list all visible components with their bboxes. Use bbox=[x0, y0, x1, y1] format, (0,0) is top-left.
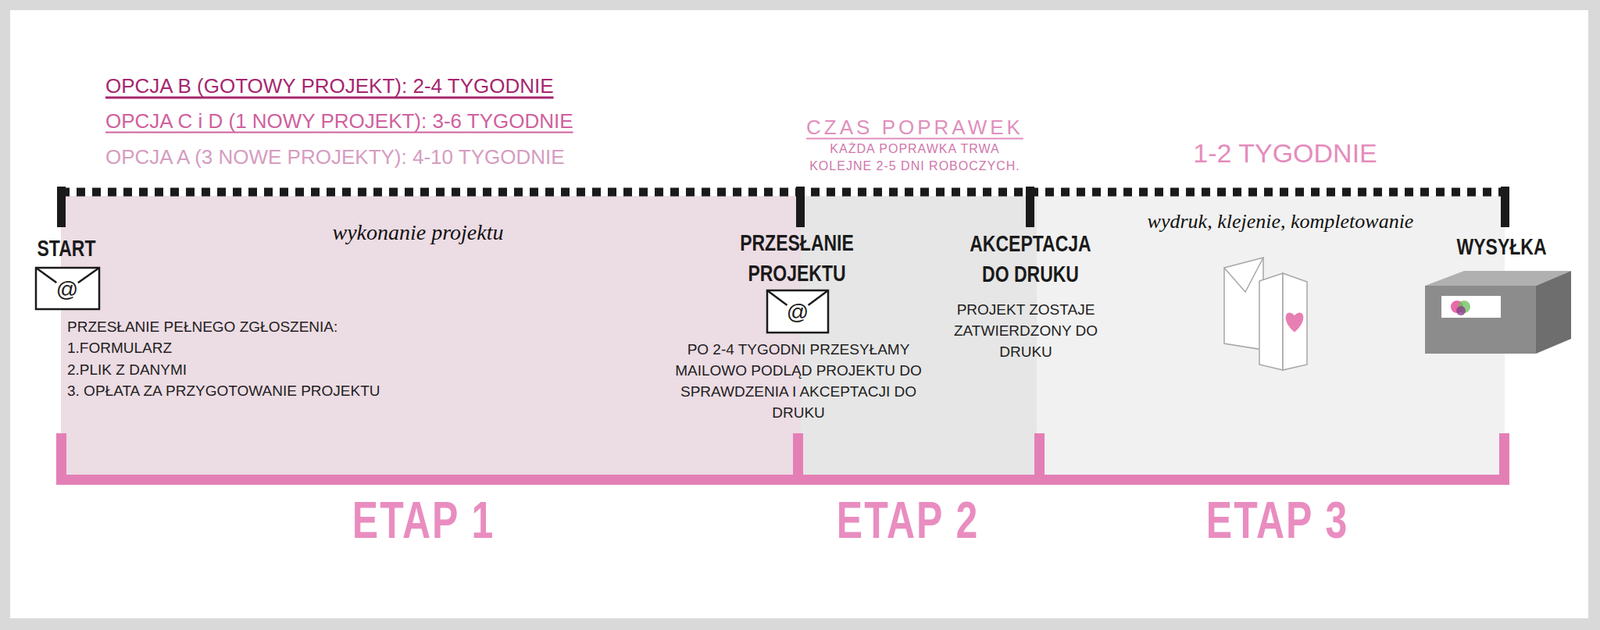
stage-band-fill bbox=[60, 196, 801, 480]
stage-band: 1-2 TYGODNIEwydruk, klejenie, kompletowa… bbox=[1036, 196, 1505, 480]
card-front-left bbox=[1259, 273, 1283, 371]
bracket-tick bbox=[792, 433, 804, 486]
timeline-label: START bbox=[37, 234, 97, 263]
tick bbox=[57, 186, 66, 228]
bracket-tick bbox=[1034, 433, 1045, 486]
invitation-card-illustration bbox=[1224, 257, 1308, 371]
envelope-patch bbox=[53, 277, 81, 304]
logo-dot bbox=[1456, 306, 1466, 316]
timeline-label: WYSYŁKA bbox=[1457, 232, 1547, 261]
stage-band: OPCJA B (GOTOWY PROJEKT): 2-4 TYGODNIEOP… bbox=[60, 196, 801, 480]
stage-text: 3. OPŁATA ZA PRZYGOTOWANIE PROJEKTU bbox=[67, 382, 380, 400]
card-back bbox=[1224, 257, 1264, 350]
stage-text: wykonanie projektu bbox=[332, 219, 504, 247]
bracket-tick bbox=[56, 433, 67, 486]
timeline-label: ETAP 1 bbox=[352, 489, 495, 553]
stage-text: 1.FORMULARZ bbox=[67, 339, 172, 358]
box-label bbox=[1441, 296, 1501, 318]
tick bbox=[1500, 186, 1510, 228]
stage-text: 1-2 TYGODNIE bbox=[1192, 137, 1378, 170]
stage-bracket bbox=[56, 433, 1510, 486]
dashed-timeline bbox=[60, 188, 1508, 197]
card-flap bbox=[1224, 257, 1264, 293]
card-front-right bbox=[1282, 273, 1308, 371]
timeline-label: ETAP 2 bbox=[836, 489, 979, 553]
shipping-box-illustration bbox=[1425, 271, 1572, 354]
timeline-label: PO 2-4 TYGODNI PRZESYŁAMY MAILOWO PODLĄD… bbox=[664, 339, 934, 424]
timeline-label: PRZESŁANIE PROJEKTU bbox=[726, 227, 868, 289]
bracket-tick bbox=[1499, 433, 1510, 486]
envelope-body bbox=[35, 267, 100, 310]
envelope-icon bbox=[767, 290, 829, 333]
stage-text: wydruk, klejenie, kompletowanie bbox=[1147, 209, 1415, 234]
stage-text: PRZESŁANIE PEŁNEGO ZGŁOSZENIA: bbox=[67, 317, 338, 336]
heart-symbol bbox=[1285, 312, 1304, 333]
stage-text: OPCJA A (3 NOWE PROJEKTY): 4-10 TYGODNIE bbox=[105, 145, 565, 170]
envelope-icon bbox=[35, 267, 100, 310]
timeline-label: PROJEKT ZOSTAJE ZATWIERDZONY DO DRUKU bbox=[947, 299, 1104, 363]
timeline-label: ETAP 3 bbox=[1206, 489, 1349, 553]
stage-text: KAŻDA POPRAWKA TRWA KOLEJNE 2-5 DNI ROBO… bbox=[800, 140, 1029, 175]
stage-text: CZAS POPRAWEK bbox=[806, 115, 1024, 140]
canvas bbox=[10, 10, 1589, 619]
tick bbox=[796, 186, 805, 228]
stage-text: OPCJA C i D (1 NOWY PROJEKT): 3-6 TYGODN… bbox=[105, 109, 574, 134]
bracket-bar bbox=[56, 475, 1510, 486]
box-side bbox=[1535, 271, 1572, 354]
box-front bbox=[1425, 285, 1536, 354]
timeline-label: AKCEPTACJA DO DRUKU bbox=[956, 228, 1105, 290]
stage-text: 2.PLIK Z DANYMI bbox=[67, 360, 187, 379]
stage-text: OPCJA B (GOTOWY PROJEKT): 2-4 TYGODNIE bbox=[105, 74, 554, 99]
timeline-label: @ bbox=[786, 299, 809, 326]
timeline-label: @ bbox=[56, 276, 79, 304]
tick bbox=[1025, 186, 1035, 228]
envelope-body bbox=[767, 290, 829, 333]
envelope-patch bbox=[784, 300, 811, 327]
